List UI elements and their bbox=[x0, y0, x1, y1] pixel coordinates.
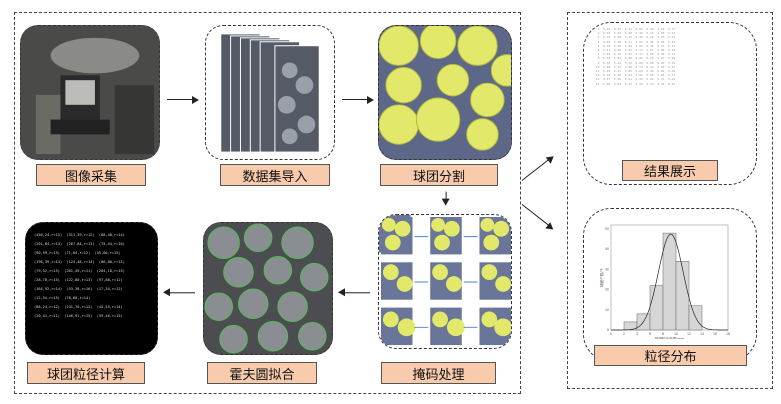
pipeline-group bbox=[14, 12, 521, 394]
x-tick-label: 8 bbox=[662, 332, 664, 336]
histogram-bar bbox=[662, 232, 677, 331]
y-tick-label: 40 bbox=[605, 247, 609, 251]
arrow-to-distribution bbox=[521, 204, 553, 229]
histogram-chart: 0 2 4 6 8 10 12 14 16 18 0 10 20 30 40 50 球团粒径范围/mm 球团个数/… bbox=[599, 224, 730, 341]
x-tick-label: 0 bbox=[610, 332, 612, 336]
x-tick-label: 18 bbox=[726, 332, 730, 336]
label-compute: 球团粒径计算 bbox=[27, 362, 145, 384]
import-image bbox=[205, 25, 335, 160]
y-axis-label: 球团个数/个 bbox=[599, 268, 604, 288]
label-hough: 霍夫圆拟合 bbox=[207, 362, 317, 384]
x-tick-label: 12 bbox=[687, 332, 691, 336]
segmentation-image bbox=[378, 25, 512, 160]
label-distribution: 粒径分布 bbox=[594, 345, 747, 366]
arrow-right-1 bbox=[167, 94, 199, 105]
arrow-to-result bbox=[521, 156, 553, 182]
normal-fit-curve bbox=[611, 233, 728, 331]
y-tick-label: 30 bbox=[605, 267, 609, 271]
mask-image bbox=[378, 214, 512, 349]
y-tick-label: 20 bbox=[605, 288, 609, 292]
hough-image bbox=[203, 222, 333, 355]
arrow-right-2 bbox=[342, 94, 374, 105]
arrow-down bbox=[445, 191, 447, 204]
x-tick-label: 6 bbox=[649, 332, 651, 336]
x-tick-label: 16 bbox=[713, 332, 717, 336]
label-mask: 掩码处理 bbox=[381, 362, 496, 384]
y-tick-label: 10 bbox=[605, 308, 609, 312]
compute-log-text: (456,24,r=15) (511,39,r=12) (68,48,r=14)… bbox=[34, 233, 125, 318]
arrow-left-1 bbox=[340, 292, 370, 294]
x-tick-label: 14 bbox=[700, 332, 704, 336]
label-capture: 图像采集 bbox=[36, 164, 146, 186]
y-tick-label: 0 bbox=[607, 328, 609, 332]
label-import: 数据集导入 bbox=[220, 164, 330, 186]
label-segment: 球团分割 bbox=[380, 164, 498, 186]
label-result: 结果展示 bbox=[622, 160, 718, 181]
x-axis-label: 球团粒径范围/mm bbox=[655, 336, 685, 339]
x-tick-label: 4 bbox=[636, 332, 638, 336]
histogram-bar bbox=[649, 285, 664, 331]
x-tick-label: 10 bbox=[674, 332, 678, 336]
result-table: 1 5.24 4.87 6.11 5.02 6.33 5.18 4.77 2 6… bbox=[595, 27, 676, 86]
distribution-panel: 0 2 4 6 8 10 12 14 16 18 0 10 20 30 40 50 球团粒径范围/mm 球团个数/… bbox=[583, 208, 757, 362]
histogram-bar bbox=[688, 305, 703, 331]
y-tick-label: 50 bbox=[605, 227, 609, 231]
capture-image bbox=[20, 25, 160, 160]
arrow-left-2 bbox=[165, 292, 195, 294]
compute-output: (456,24,r=15) (511,39,r=12) (68,48,r=14)… bbox=[25, 222, 158, 355]
output-group bbox=[567, 12, 773, 389]
x-tick-label: 2 bbox=[623, 332, 625, 336]
result-panel: 1 5.24 4.87 6.11 5.02 6.33 5.18 4.77 2 6… bbox=[583, 22, 757, 185]
histogram-bar bbox=[675, 261, 690, 331]
